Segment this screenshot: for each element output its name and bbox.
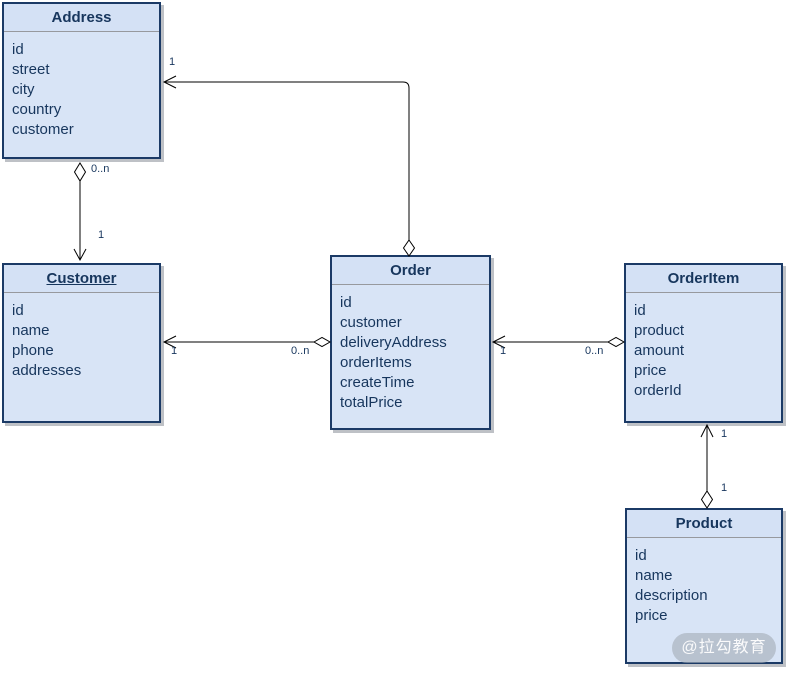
field-customer-phone: phone: [12, 342, 54, 359]
field-product-id: id: [635, 547, 647, 564]
aggregation-diamond: [312, 336, 332, 348]
field-address-street: street: [12, 61, 50, 78]
field-order-id: id: [340, 294, 352, 311]
multiplicity-label: 0..n: [585, 345, 604, 357]
entity-customer: Customer id name phone addresses: [2, 263, 161, 423]
entity-address-fields: id street city country customer: [4, 32, 159, 140]
entity-address: Address id street city country customer: [2, 2, 161, 159]
multiplicity-label: 0..n: [91, 163, 110, 175]
arrowhead: [73, 248, 87, 262]
arrowhead: [700, 423, 714, 438]
field-address-country: country: [12, 101, 62, 118]
aggregation-diamond: [402, 239, 416, 257]
field-customer-id: id: [12, 302, 24, 319]
entity-order-fields: id customer deliveryAddress orderItems c…: [332, 285, 489, 413]
connector-order-address: [162, 75, 416, 257]
field-customer-addresses: addresses: [12, 362, 82, 379]
multiplicity-label: 1: [721, 482, 728, 494]
entity-customer-title: Customer: [4, 265, 159, 293]
entity-order-title: Order: [332, 257, 489, 285]
connector-product-orderitem: [700, 423, 714, 509]
arrowhead: [162, 75, 177, 89]
entity-orderitem-title: OrderItem: [626, 265, 781, 293]
multiplicity-label: 1: [721, 428, 728, 440]
field-order-customer: customer: [340, 314, 402, 331]
field-orderitem-price: price: [634, 362, 667, 379]
aggregation-diamond: [700, 490, 714, 509]
multiplicity-label: 1: [169, 56, 176, 68]
field-order-createtime: createTime: [340, 374, 415, 391]
field-product-name: name: [635, 567, 673, 584]
field-orderitem-id: id: [634, 302, 646, 319]
field-orderitem-amount: amount: [634, 342, 685, 359]
multiplicity-label: 1: [500, 345, 507, 357]
entity-orderitem: OrderItem id product amount price orderI…: [624, 263, 783, 423]
entity-product-title: Product: [627, 510, 781, 538]
aggregation-diamond: [606, 336, 626, 348]
multiplicity-label: 0..n: [291, 345, 310, 357]
entity-customer-fields: id name phone addresses: [4, 293, 159, 381]
field-customer-name: name: [12, 322, 50, 339]
field-address-city: city: [12, 81, 35, 98]
entity-product: Product id name description price: [625, 508, 783, 664]
field-product-price: price: [635, 607, 668, 624]
field-address-id: id: [12, 41, 24, 58]
entity-product-fields: id name description price: [627, 538, 781, 626]
aggregation-diamond: [73, 162, 87, 182]
entity-order: Order id customer deliveryAddress orderI…: [330, 255, 491, 430]
field-order-totalprice: totalPrice: [340, 394, 403, 411]
field-address-customer: customer: [12, 121, 74, 138]
connector-address-customer: [73, 162, 87, 262]
multiplicity-label: 1: [98, 229, 105, 241]
field-orderitem-product: product: [634, 322, 685, 339]
field-orderitem-orderid: orderId: [634, 382, 682, 399]
field-order-deliveryaddress: deliveryAddress: [340, 334, 447, 351]
connector-line: [165, 81, 410, 240]
watermark-badge: @拉勾教育: [672, 633, 776, 663]
connector-orderitem-order: [491, 335, 626, 349]
field-order-orderitems: orderItems: [340, 354, 412, 371]
entity-orderitem-fields: id product amount price orderId: [626, 293, 781, 401]
entity-address-title: Address: [4, 4, 159, 32]
multiplicity-label: 1: [171, 345, 178, 357]
field-product-description: description: [635, 587, 708, 604]
